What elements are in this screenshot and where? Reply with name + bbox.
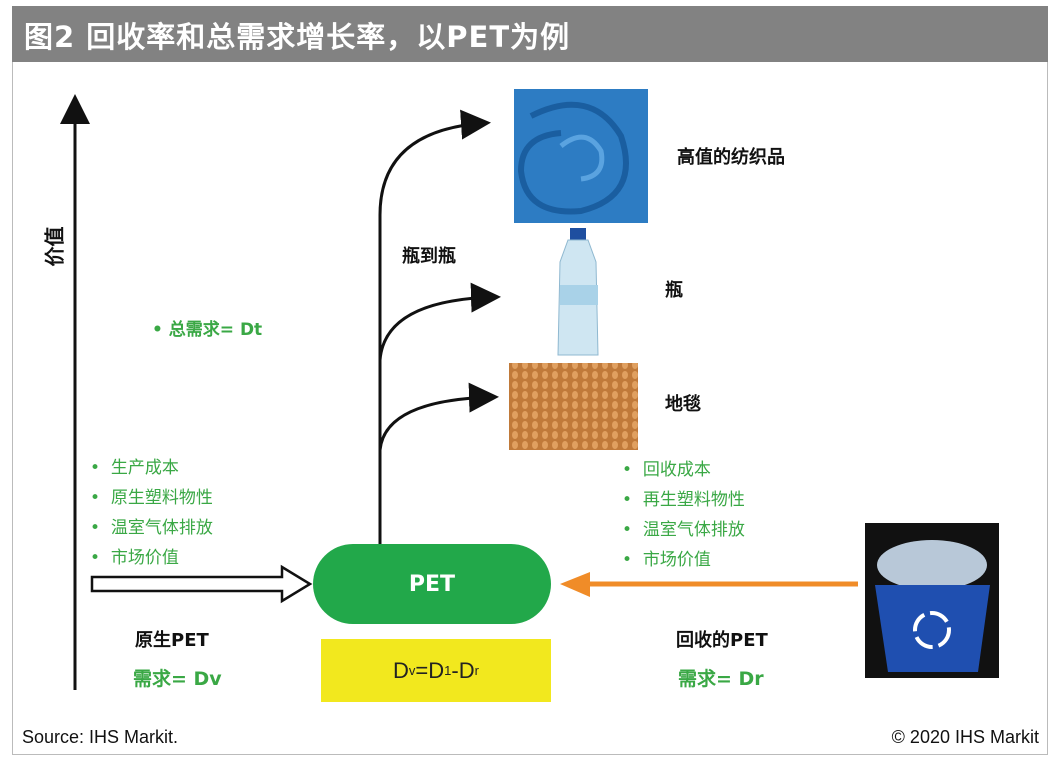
recycled-pet-label: 回收的PET — [676, 630, 768, 651]
branch-bottle-arrow — [378, 282, 501, 361]
list-item: • 市场价值 — [90, 548, 179, 568]
source-note: Source: IHS Markit. — [22, 727, 179, 747]
textile-image — [514, 89, 648, 223]
product-bottle-label: 瓶 — [665, 280, 683, 301]
y-axis-label: 价值 — [42, 226, 67, 267]
title-bar — [12, 6, 1048, 62]
recycle-bin-image — [865, 523, 999, 678]
copyright: © 2020 IHS Markit — [891, 727, 1039, 747]
list-item: • 原生塑料物性 — [90, 488, 213, 508]
recycled-factors-list: • 回收成本 • 再生塑料物性 • 温室气体排放 • 市场价值 — [622, 455, 745, 575]
virgin-factors-list: • 生产成本 • 原生塑料物性 • 温室气体排放 • 市场价值 — [90, 453, 213, 573]
figure-title: 图2 回收率和总需求增长率，以PET为例 — [24, 20, 571, 54]
product-carpet-label: 地毯 — [665, 394, 701, 415]
virgin-hollow-arrow — [90, 564, 313, 604]
branch-textile-arrow — [378, 109, 491, 545]
branch-carpet-arrow — [378, 382, 499, 451]
virgin-pet-label: 原生PET — [135, 630, 209, 651]
list-item: • 再生塑料物性 — [622, 490, 745, 510]
bottle-image — [557, 228, 599, 356]
list-item: • 市场价值 — [622, 550, 711, 570]
virgin-demand-label: 需求= Dv — [133, 668, 222, 690]
list-item: • 温室气体排放 — [90, 518, 213, 538]
total-demand-label: • 总需求= Dt — [152, 320, 263, 340]
recycled-demand-label: 需求= Dr — [678, 668, 764, 690]
pet-node: PET — [313, 544, 551, 624]
list-item: • 温室气体排放 — [622, 520, 745, 540]
bottle-to-bottle-label: 瓶到瓶 — [402, 246, 456, 267]
product-textile-label: 高值的纺织品 — [677, 147, 785, 168]
list-item: • 回收成本 — [622, 460, 711, 480]
carpet-image — [509, 363, 638, 450]
list-item: • 生产成本 — [90, 458, 179, 478]
figure-frame — [12, 62, 1048, 755]
